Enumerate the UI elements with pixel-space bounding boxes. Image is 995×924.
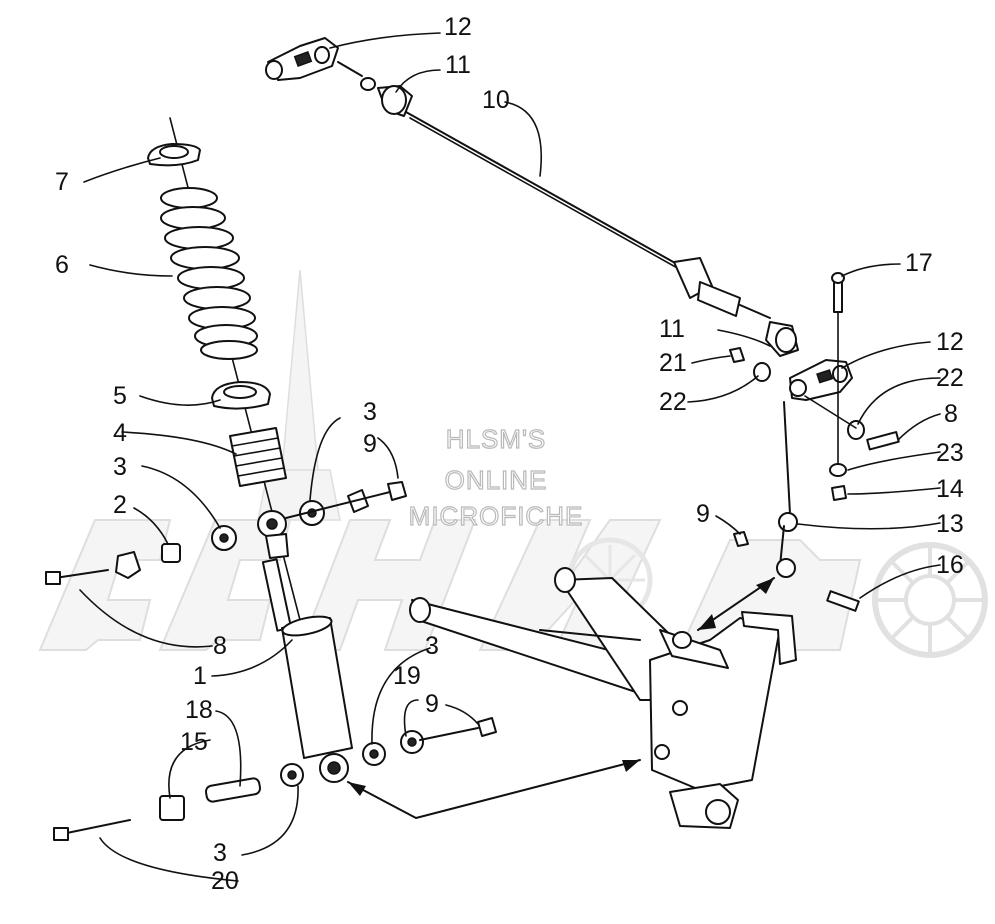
- callout-10: 10: [482, 86, 510, 114]
- spring-retainer-top: [147, 143, 201, 167]
- adjuster-collar: [229, 427, 287, 487]
- cable-nut-right: [765, 321, 799, 357]
- callout-3-upper: 3: [363, 398, 377, 426]
- cable-end-clevis-right: [789, 359, 853, 401]
- callout-8-left: 8: [213, 632, 227, 660]
- callout-8-right: 8: [944, 400, 958, 428]
- callout-1: 1: [193, 662, 207, 690]
- callout-23: 23: [936, 439, 964, 467]
- callout-22-left: 22: [659, 388, 687, 416]
- a-arm-frame: [409, 567, 797, 829]
- callout-9-right: 9: [696, 500, 710, 528]
- cable-nut-top: [360, 77, 413, 117]
- callout-21: 21: [659, 349, 687, 377]
- callout-12-right: 12: [936, 328, 964, 356]
- cable-end-clevis-top: [265, 37, 363, 81]
- callout-20: 20: [211, 867, 239, 895]
- lower-hardware-left: [53, 763, 304, 841]
- callout-16: 16: [936, 551, 964, 579]
- callout-3-left: 3: [113, 453, 127, 481]
- leader-lines: [79, 32, 941, 882]
- watermark-text: HLSM'S ONLINE MICROFICHE: [408, 423, 584, 531]
- coil-spring: [160, 187, 258, 360]
- callout-18: 18: [185, 696, 213, 724]
- watermark-line-2: ONLINE: [445, 465, 548, 495]
- callout-9-upper: 9: [363, 430, 377, 458]
- spring-retainer-lower: [211, 381, 271, 410]
- callout-2: 2: [113, 491, 127, 519]
- upper-hardware-right: [285, 481, 407, 526]
- callout-19: 19: [393, 662, 421, 690]
- arrow-shock-to-arm: [347, 759, 641, 819]
- shock-body: [261, 558, 353, 759]
- arrow-linkage-to-arm: [697, 577, 775, 631]
- upper-hardware-left: [45, 525, 237, 585]
- shock-upper-eye: [257, 510, 289, 559]
- callout-9-lower: 9: [425, 690, 439, 718]
- callout-3-lower: 3: [425, 632, 439, 660]
- linkage-hardware: [729, 272, 900, 612]
- callout-11: 11: [445, 51, 471, 79]
- callout-12: 12: [444, 13, 472, 41]
- callout-14: 14: [936, 475, 964, 503]
- watermark-line-3: MICROFICHE: [409, 501, 584, 531]
- callout-7: 7: [55, 168, 69, 196]
- callout-3-bottom: 3: [213, 839, 227, 867]
- callout-15: 15: [180, 728, 208, 756]
- watermark-line-1: HLSM'S: [446, 424, 547, 454]
- lower-hardware-right: [362, 717, 497, 766]
- callout-5: 5: [113, 382, 127, 410]
- callout-labels: 12 11 10 7 6 17 11 12 21 22 22 5 8 3 4 9…: [55, 13, 964, 895]
- callout-13: 13: [936, 510, 964, 538]
- callout-4: 4: [113, 419, 127, 447]
- callout-17: 17: [905, 249, 933, 277]
- shock-lower-eye: [319, 753, 349, 783]
- callout-6: 6: [55, 251, 69, 279]
- callout-22-right: 22: [936, 364, 964, 392]
- linkage-rod: [776, 401, 798, 578]
- control-cable: [405, 111, 771, 319]
- callout-11-right: 11: [659, 315, 685, 343]
